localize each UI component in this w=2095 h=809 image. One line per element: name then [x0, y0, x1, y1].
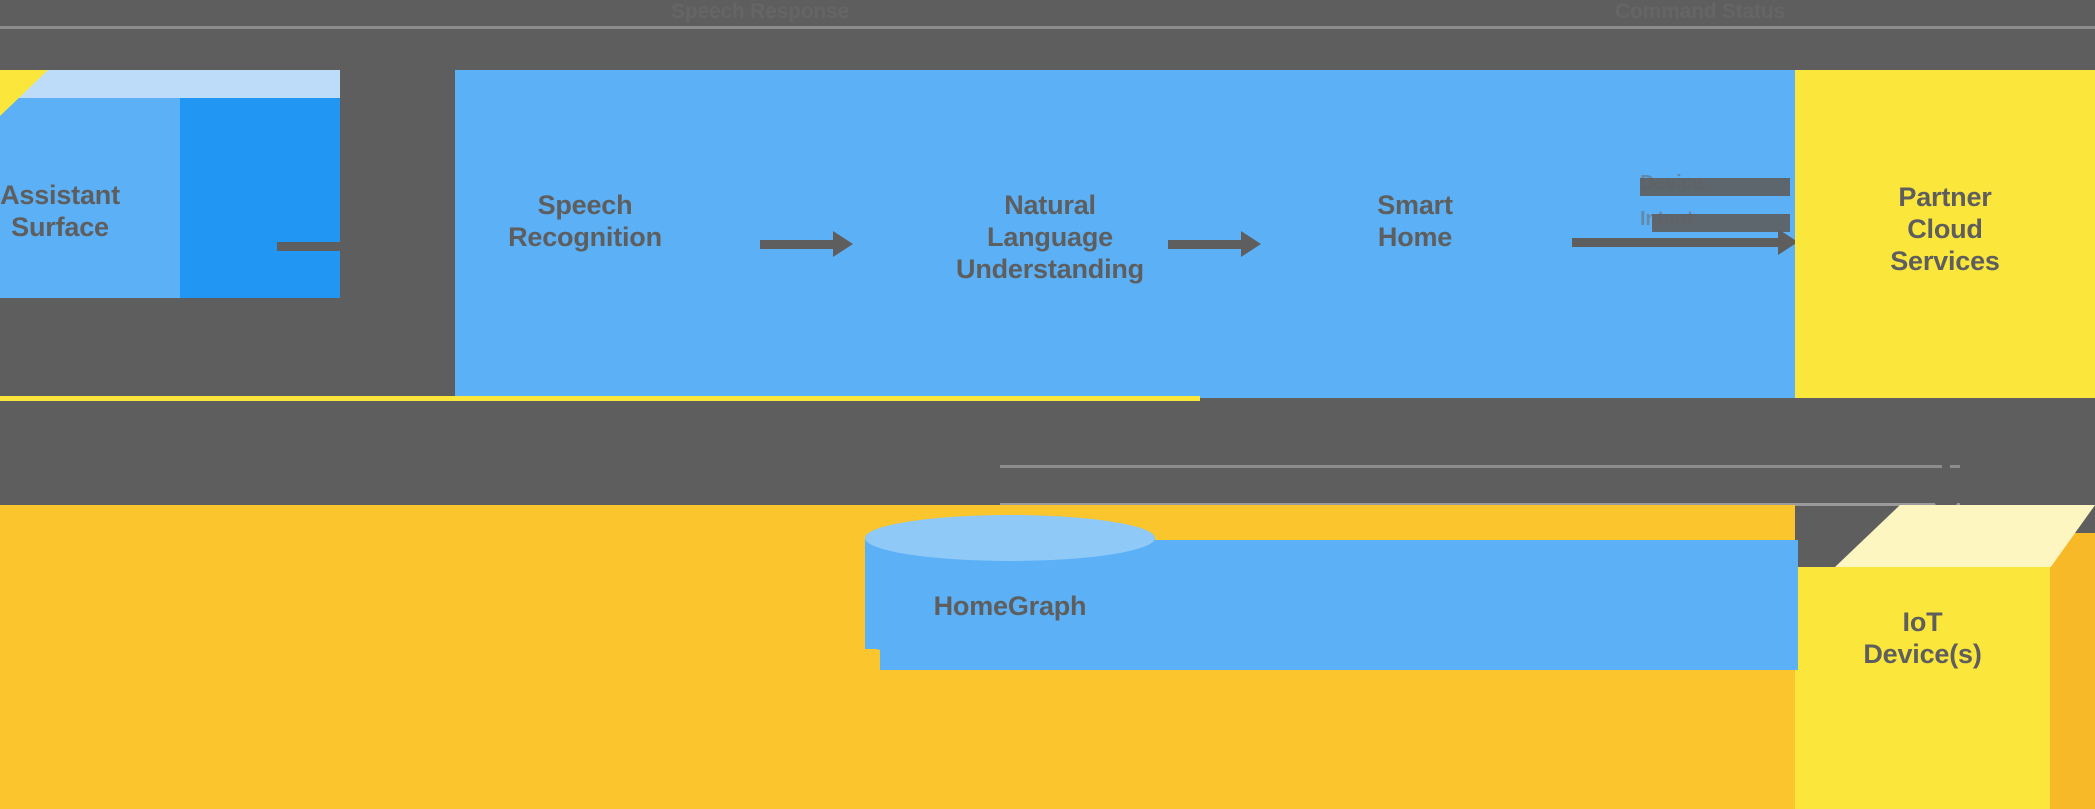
connector-smarthome-to-partner-arrow — [1778, 229, 1798, 255]
connector-smarthome-to-homegraph-line-1 — [938, 455, 946, 495]
node-speech-recognition[interactable]: Speech Recognition — [455, 190, 715, 280]
top-right-overlay-veil — [1840, 0, 2095, 26]
iot-devices-cube-top-fill — [1835, 505, 2095, 567]
node-nlu[interactable]: Natural Language Understanding — [880, 190, 1220, 310]
device-intent-overlay-veil — [1640, 178, 1790, 196]
top-left-overlay-veil — [0, 0, 620, 26]
nlu-label-line3: Understanding — [956, 254, 1144, 284]
nlu-label-line1: Natural — [1004, 190, 1096, 220]
iot-devices-cube-side — [2050, 533, 2095, 809]
smart-home-label-line1: Smart — [1377, 190, 1453, 220]
speech-recognition-label-line2: Recognition — [508, 222, 662, 252]
connector-partner-to-iot-line — [1942, 460, 1950, 505]
connector-nlu-to-smarthome-line — [1168, 240, 1243, 249]
connector-homegraph-to-iot-line-b — [1000, 503, 1960, 506]
node-smart-home[interactable]: Smart Home — [1290, 190, 1540, 280]
middle-separator-band — [0, 400, 2095, 505]
connector-nlu-to-smarthome-arrow — [1241, 231, 1261, 257]
connector-smarthome-to-partner-line — [1572, 238, 1782, 247]
connector-smarthome-to-homegraph-line-3 — [1090, 455, 1098, 495]
connector-top-feedback-line — [0, 26, 2095, 29]
top-mid-overlay-veil — [900, 0, 1560, 26]
connector-assistant-to-speech-line — [277, 242, 407, 251]
partner-cloud-label-line3: Services — [1890, 246, 2000, 276]
node-iot-devices[interactable]: IoT Device(s) — [1795, 505, 2095, 809]
connector-smarthome-to-homegraph-line-2 — [1016, 455, 1024, 495]
assistant-processing-band — [455, 70, 1795, 398]
nlu-label-line2: Language — [987, 222, 1113, 252]
connector-speech-to-nlu-line — [760, 240, 835, 249]
connector-speech-to-nlu-arrow — [833, 231, 853, 257]
smart-home-label-line2: Home — [1377, 222, 1453, 252]
node-homegraph[interactable]: HomeGraph — [865, 515, 1155, 675]
top-overlay-veil — [0, 29, 2095, 70]
node-partner-cloud-services[interactable]: Partner Cloud Services — [1795, 70, 2095, 398]
assistant-surface-cube-front — [0, 98, 180, 298]
node-assistant-surface[interactable]: Assistant Surface — [0, 70, 400, 298]
speech-recognition-label-line1: Speech — [537, 190, 633, 220]
connector-homegraph-to-iot-line — [1000, 465, 1960, 468]
assistant-surface-cube-side — [180, 96, 340, 298]
iot-devices-cube-front — [1795, 567, 2050, 809]
middle-band-yellow-edge — [0, 396, 1200, 401]
iot-left-blue-strip — [1770, 540, 1798, 670]
homegraph-cylinder-top — [865, 515, 1155, 561]
assistant-surface-cube-top-fill — [0, 70, 340, 98]
device-intent-overlay-veil-2 — [1652, 214, 1790, 232]
connector-assistant-to-speech-arrow — [405, 233, 425, 259]
homegraph-cylinder-bottom — [865, 617, 1155, 663]
partner-cloud-label-line2: Cloud — [1907, 214, 1983, 244]
partner-cloud-label-line1: Partner — [1898, 182, 1992, 212]
